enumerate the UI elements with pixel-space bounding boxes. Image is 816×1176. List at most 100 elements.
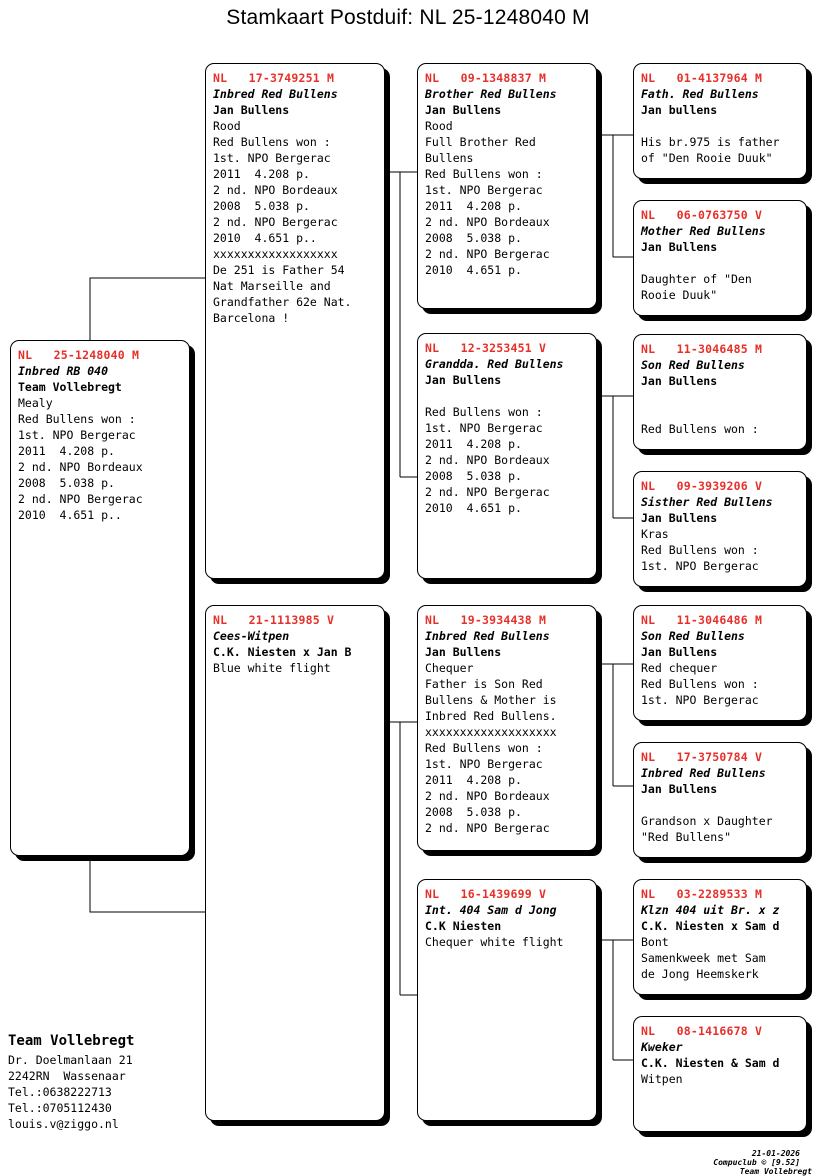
ring-number: NL 21-1113985 V	[213, 613, 335, 627]
pedigree-card-gen3-3[interactable]: NL 19-3934438 M Inbred Red Bullens Jan B…	[417, 605, 597, 851]
pedigree-card-gen3-4[interactable]: NL 16-1439699 V Int. 404 Sam d Jong C.K …	[417, 879, 597, 1121]
pedigree-card-gen4-1[interactable]: NL 01-4137964 M Fath. Red Bullens Jan bu…	[633, 63, 807, 179]
detail-line: 1st. NPO Bergerac	[425, 757, 543, 771]
detail-line: His br.975 is father	[641, 135, 780, 149]
detail-line: of "Den Rooie Duuk"	[641, 151, 773, 165]
detail-line: Daughter of "Den	[641, 272, 752, 286]
page-title: Stamkaart Postduif: NL 25-1248040 M	[226, 6, 590, 29]
detail-line: 2008 5.038 p.	[213, 199, 310, 213]
ring-number: NL 11-3046486 M	[641, 613, 763, 627]
owner-name: Jan Bullens	[641, 374, 718, 388]
strain-name: Int. 404 Sam d Jong	[425, 903, 557, 917]
owner-name: Jan Bullens	[425, 103, 502, 117]
breeder-address1: Dr. Doelmanlaan 21	[8, 1053, 133, 1067]
detail-line	[425, 388, 596, 404]
ring-number: NL 17-3750784 V	[641, 750, 763, 764]
pedigree-card-subject[interactable]: NL 25-1248040 M Inbred RB 040 Team Volle…	[10, 340, 190, 856]
owner-name: Jan Bullens	[641, 782, 718, 796]
owner-name: Jan Bullens	[641, 511, 718, 525]
detail-line: Nat Marseille and	[213, 279, 331, 293]
strain-name: Sisther Red Bullens	[641, 495, 773, 509]
detail-line: 2010 4.651 p..	[18, 508, 122, 522]
detail-line: Red Bullens won :	[641, 422, 759, 436]
owner-name: Jan Bullens	[641, 240, 718, 254]
detail-line: Barcelona !	[213, 311, 290, 325]
pedigree-card-gen3-1[interactable]: NL 09-1348837 M Brother Red Bullens Jan …	[417, 63, 597, 309]
strain-name: Inbred Red Bullens	[641, 766, 766, 780]
pedigree-card-gen4-4[interactable]: NL 09-3939206 V Sisther Red Bullens Jan …	[633, 471, 807, 587]
print-date: 21-01-2026	[751, 1149, 800, 1158]
breeder-address2: 2242RN Wassenaar	[8, 1069, 126, 1083]
detail-line: Bont	[641, 935, 669, 949]
detail-line: 2 nd. NPO Bordeaux	[213, 183, 338, 197]
detail-line: 1st. NPO Bergerac	[641, 693, 759, 707]
detail-line: 1st. NPO Bergerac	[641, 559, 759, 573]
pedigree-card-gen4-8[interactable]: NL 08-1416678 V Kweker C.K. Niesten & Sa…	[633, 1016, 807, 1132]
detail-line: Red Bullens won :	[425, 741, 543, 755]
breeder-phone1: Tel.:0638222713	[8, 1085, 112, 1099]
strain-name: Son Red Bullens	[641, 358, 745, 372]
detail-line: 2010 4.651 p.	[425, 263, 522, 277]
ring-number: NL 12-3253451 V	[425, 341, 547, 355]
breeder-email: louis.v@ziggo.nl	[8, 1117, 119, 1131]
ring-number: NL 09-3939206 V	[641, 479, 763, 493]
detail-line: Red Bullens won :	[641, 543, 759, 557]
detail-line	[641, 797, 806, 813]
detail-line: 2 nd. NPO Bergerac	[425, 485, 550, 499]
ring-number: NL 17-3749251 M	[213, 71, 335, 85]
ring-number: NL 25-1248040 M	[18, 348, 140, 362]
detail-line: Bullens	[425, 151, 474, 165]
pedigree-card-gen3-2[interactable]: NL 12-3253451 V Grandda. Red Bullens Jan…	[417, 333, 597, 579]
detail-line: 2 nd. NPO Bordeaux	[18, 460, 143, 474]
owner-name: C.K. Niesten x Sam d	[641, 919, 780, 933]
detail-line: xxxxxxxxxxxxxxxxxxx	[425, 725, 557, 739]
detail-line: 2011 4.208 p.	[425, 773, 522, 787]
owner-name: Jan Bullens	[425, 373, 502, 387]
owner-name: C.K Niesten	[425, 919, 502, 933]
owner-name: Jan Bullens	[213, 103, 290, 117]
pedigree-card-gen4-7[interactable]: NL 03-2289533 M Klzn 404 uit Br. x z C.K…	[633, 879, 807, 995]
detail-line: 2 nd. NPO Bergerac	[425, 821, 550, 835]
detail-line: 2011 4.208 p.	[213, 167, 310, 181]
detail-line: Witpen	[641, 1072, 683, 1086]
detail-line	[641, 118, 806, 134]
detail-line: Chequer	[425, 661, 474, 675]
ring-number: NL 19-3934438 M	[425, 613, 547, 627]
detail-line: 2 nd. NPO Bordeaux	[425, 453, 550, 467]
detail-line: Bullens & Mother is	[425, 693, 557, 707]
detail-line: 2 nd. NPO Bergerac	[213, 215, 338, 229]
ring-number: NL 01-4137964 M	[641, 71, 763, 85]
pedigree-card-father[interactable]: NL 17-3749251 M Inbred Red Bullens Jan B…	[205, 63, 385, 579]
detail-line: Red chequer	[641, 661, 718, 675]
breeder-name: Team Vollebregt	[8, 1033, 135, 1049]
detail-line: Grandson x Daughter	[641, 814, 773, 828]
pedigree-card-gen4-3[interactable]: NL 11-3046485 M Son Red Bullens Jan Bull…	[633, 334, 807, 450]
strain-name: Cees-Witpen	[213, 629, 290, 643]
owner-name: Jan bullens	[641, 103, 718, 117]
strain-name: Grandda. Red Bullens	[425, 357, 564, 371]
strain-name: Son Red Bullens	[641, 629, 745, 643]
detail-line: 2011 4.208 p.	[18, 444, 115, 458]
pedigree-card-mother[interactable]: NL 21-1113985 V Cees-Witpen C.K. Niesten…	[205, 605, 385, 1121]
detail-line: Rood	[213, 119, 241, 133]
detail-line: Rood	[425, 119, 453, 133]
detail-line: 1st. NPO Bergerac	[425, 183, 543, 197]
detail-line: 1st. NPO Bergerac	[213, 151, 331, 165]
ring-number: NL 08-1416678 V	[641, 1024, 763, 1038]
strain-name: Mother Red Bullens	[641, 224, 766, 238]
pedigree-card-gen4-6[interactable]: NL 17-3750784 V Inbred Red Bullens Jan B…	[633, 742, 807, 858]
detail-line: Father is Son Red	[425, 677, 543, 691]
detail-line: 2008 5.038 p.	[425, 231, 522, 245]
ring-number: NL 11-3046485 M	[641, 342, 763, 356]
detail-line: Chequer white flight	[425, 935, 564, 949]
detail-line: "Red Bullens"	[641, 830, 732, 844]
pedigree-card-gen4-2[interactable]: NL 06-0763750 V Mother Red Bullens Jan B…	[633, 200, 807, 316]
breeder-contact-block: Team Vollebregt Dr. Doelmanlaan 21 2242R…	[8, 1030, 208, 1132]
detail-line: 2010 4.651 p..	[213, 231, 317, 245]
strain-name: Inbred RB 040	[18, 364, 109, 378]
owner-name: C.K. Niesten & Sam d	[641, 1056, 780, 1070]
detail-line: 2010 4.651 p.	[425, 501, 522, 515]
owner-name: Jan Bullens	[425, 645, 502, 659]
pedigree-card-gen4-5[interactable]: NL 11-3046486 M Son Red Bullens Jan Bull…	[633, 605, 807, 721]
ring-number: NL 09-1348837 M	[425, 71, 547, 85]
